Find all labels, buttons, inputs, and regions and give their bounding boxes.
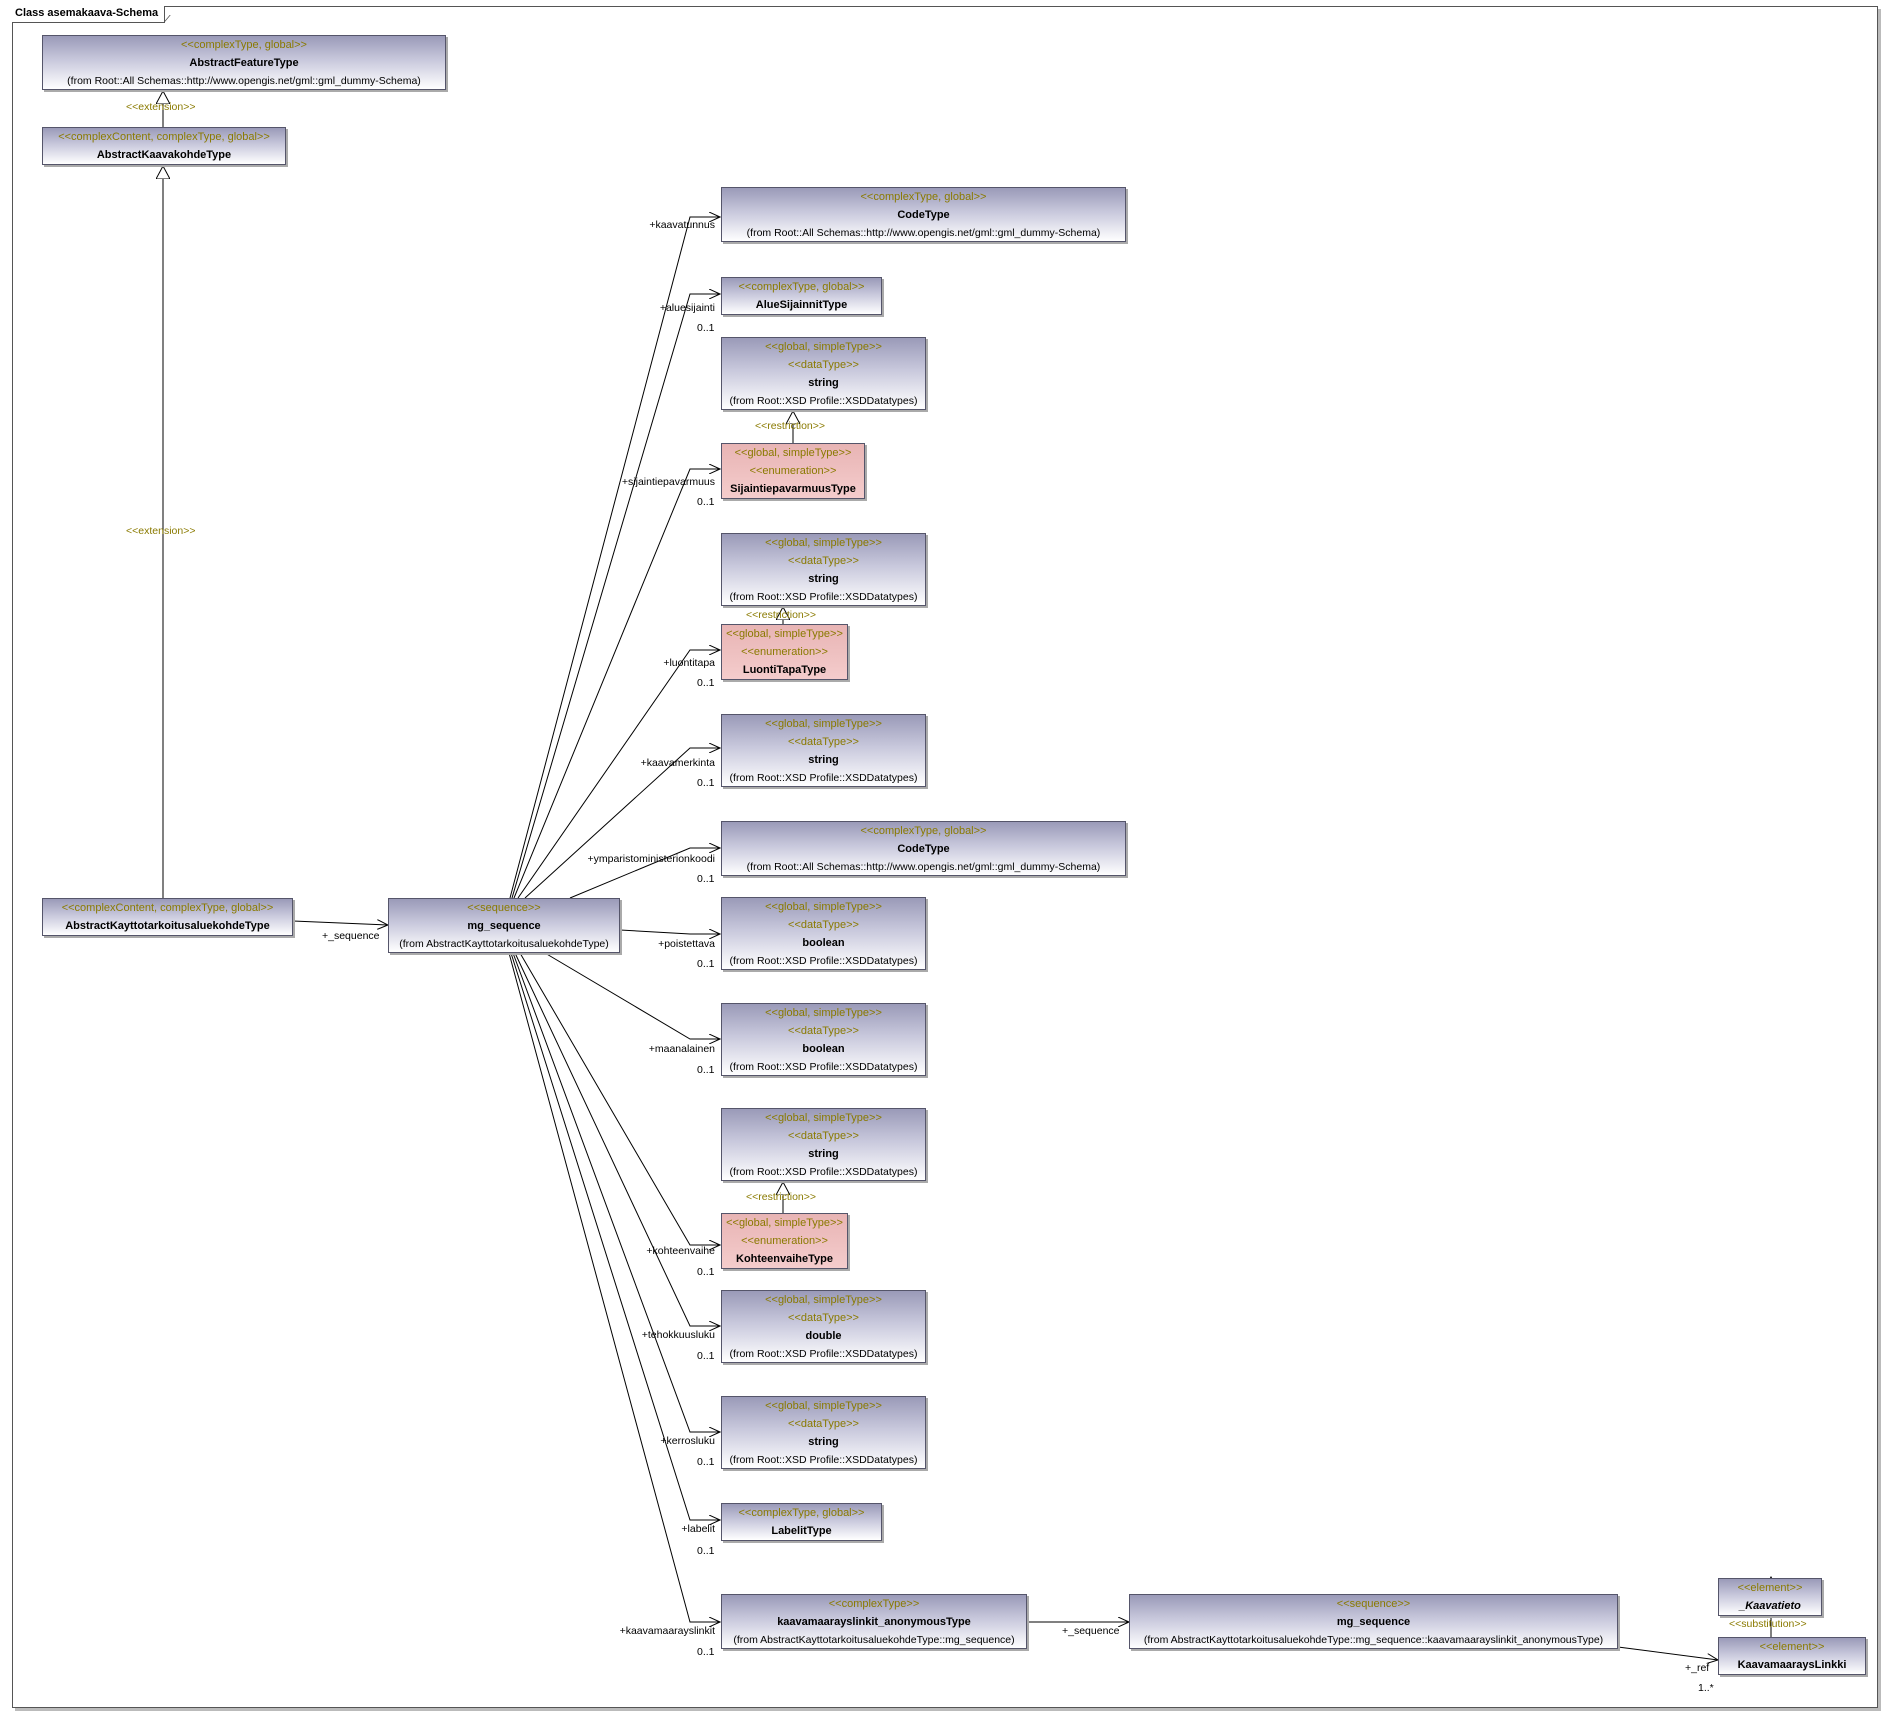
assoc-kaavatunnus [509, 217, 720, 899]
role-label-poistettava: +poistettava [658, 938, 715, 950]
substitution-label: <<substitution>> [1729, 1618, 1807, 1630]
class-double[interactable]: <<global, simpleType>> <<dataType>> doub… [721, 1290, 926, 1363]
role-label-kaavamaarayslinkit: +kaavamaarayslinkit [619, 1625, 715, 1637]
class-luonti-tapa-type[interactable]: <<global, simpleType>> <<enumeration>> L… [721, 624, 848, 680]
class-string[interactable]: <<global, simpleType>> <<dataType>> stri… [721, 1108, 926, 1181]
multiplicity-kerrosluku: 0..1 [697, 1456, 715, 1468]
assoc-sijaintiepavarmuus [513, 469, 720, 899]
extension-label: <<extension>> [126, 525, 196, 537]
assoc-kohteenvaihe [519, 952, 720, 1245]
multiplicity-aluesijainti: 0..1 [697, 322, 715, 334]
class-kaavamaarayslinkit-anonymous-type[interactable]: <<complexType>> kaavamaarayslinkit_anony… [721, 1594, 1027, 1649]
role-label-sequence-2: +_sequence [1062, 1625, 1120, 1637]
class-boolean[interactable]: <<global, simpleType>> <<dataType>> bool… [721, 897, 926, 970]
class-labelit-type[interactable]: <<complexType, global>> LabelitType [721, 1503, 882, 1541]
multiplicity-ymparistoministerionkoodi: 0..1 [697, 873, 715, 885]
multiplicity-labelit: 0..1 [697, 1545, 715, 1557]
assoc-poistettava [619, 930, 720, 934]
assoc-ref [1617, 1646, 1718, 1660]
assoc-sequence-1 [292, 921, 388, 925]
class-kohteenvaihe-type[interactable]: <<global, simpleType>> <<enumeration>> K… [721, 1213, 848, 1269]
multiplicity-kaavamaarayslinkit: 0..1 [697, 1646, 715, 1658]
assoc-maanalainen [544, 952, 720, 1039]
restriction-label: <<restriction>> [755, 420, 826, 432]
frame-title: Class asemakaava-Schema [12, 6, 166, 23]
class-string[interactable]: <<global, simpleType>> <<dataType>> stri… [721, 337, 926, 410]
class-abstract-feature-type[interactable]: <<complexType, global>> AbstractFeatureT… [42, 35, 446, 90]
multiplicity-sijaintiepavarmuus: 0..1 [697, 496, 715, 508]
class-abstract-kaavakohde-type[interactable]: <<complexContent, complexType, global>> … [42, 127, 286, 165]
multiplicity-poistettava: 0..1 [697, 958, 715, 970]
class-string[interactable]: <<global, simpleType>> <<dataType>> stri… [721, 714, 926, 787]
assoc-kaavamerkinta [524, 748, 720, 899]
role-label-aluesijainti: +aluesijainti [659, 302, 715, 314]
role-label-sequence: +_sequence [322, 930, 380, 942]
class-mg-sequence-2[interactable]: <<sequence>> mg_sequence (from AbstractK… [1129, 1594, 1618, 1649]
extension-label: <<extension>> [126, 101, 196, 113]
role-label-sijaintiepavarmuus: +sijaintiepavarmuus [621, 476, 715, 488]
multiplicity-ref: 1..* [1698, 1682, 1714, 1694]
class-kaavatieto[interactable]: <<element>> _Kaavatieto [1718, 1578, 1822, 1616]
multiplicity-tehokkuusluku: 0..1 [697, 1350, 715, 1362]
restriction-label: <<restriction>> [746, 1191, 817, 1203]
role-label-tehokkuusluku: +tehokkuusluku [641, 1329, 715, 1341]
assoc-tehokkuusluku [514, 952, 720, 1326]
restriction-label: <<restriction>> [746, 609, 817, 621]
assoc-labelit [510, 952, 720, 1520]
assoc-luontitapa [517, 650, 720, 899]
class-abstract-kayttotarkoitusaluekohde-type[interactable]: <<complexContent, complexType, global>> … [42, 898, 293, 936]
multiplicity-kaavamerkinta: 0..1 [697, 777, 715, 789]
assoc-ymparistoministerionkoodi [569, 848, 720, 899]
multiplicity-maanalainen: 0..1 [697, 1064, 715, 1076]
assoc-kerrosluku [512, 952, 720, 1432]
multiplicity-luontitapa: 0..1 [697, 677, 715, 689]
multiplicity-kohteenvaihe: 0..1 [697, 1266, 715, 1278]
role-label-maanalainen: +maanalainen [648, 1043, 715, 1055]
class-sijaintiepavarmuus-type[interactable]: <<global, simpleType>> <<enumeration>> S… [721, 443, 865, 499]
class-string[interactable]: <<global, simpleType>> <<dataType>> stri… [721, 1396, 926, 1469]
role-label-kaavatunnus: +kaavatunnus [649, 219, 715, 231]
role-label-ymparistoministerionkoodi: +ymparistoministerionkoodi [587, 853, 715, 865]
class-boolean[interactable]: <<global, simpleType>> <<dataType>> bool… [721, 1003, 926, 1076]
assoc-kaavamaarayslinkit [508, 952, 720, 1622]
role-label-kaavamerkinta: +kaavamerkinta [640, 757, 715, 769]
role-label-kerrosluku: +kerrosluku [660, 1435, 715, 1447]
class-mg-sequence[interactable]: <<sequence>> mg_sequence (from AbstractK… [388, 898, 620, 953]
class-code-type[interactable]: <<complexType, global>> CodeType (from R… [721, 821, 1126, 876]
role-label-labelit: +labelit [681, 1523, 715, 1535]
role-label-ref: +_ref [1685, 1662, 1710, 1674]
class-kaavamaarays-linkki[interactable]: <<element>> KaavamaaraysLinkki [1718, 1637, 1866, 1675]
role-label-kohteenvaihe: +kohteenvaihe [646, 1245, 715, 1257]
assoc-aluesijainti [511, 294, 720, 899]
class-code-type[interactable]: <<complexType, global>> CodeType (from R… [721, 187, 1126, 242]
class-string[interactable]: <<global, simpleType>> <<dataType>> stri… [721, 533, 926, 606]
class-alue-sijainnit-type[interactable]: <<complexType, global>> AlueSijainnitTyp… [721, 277, 882, 315]
role-label-luontitapa: +luontitapa [663, 657, 715, 669]
